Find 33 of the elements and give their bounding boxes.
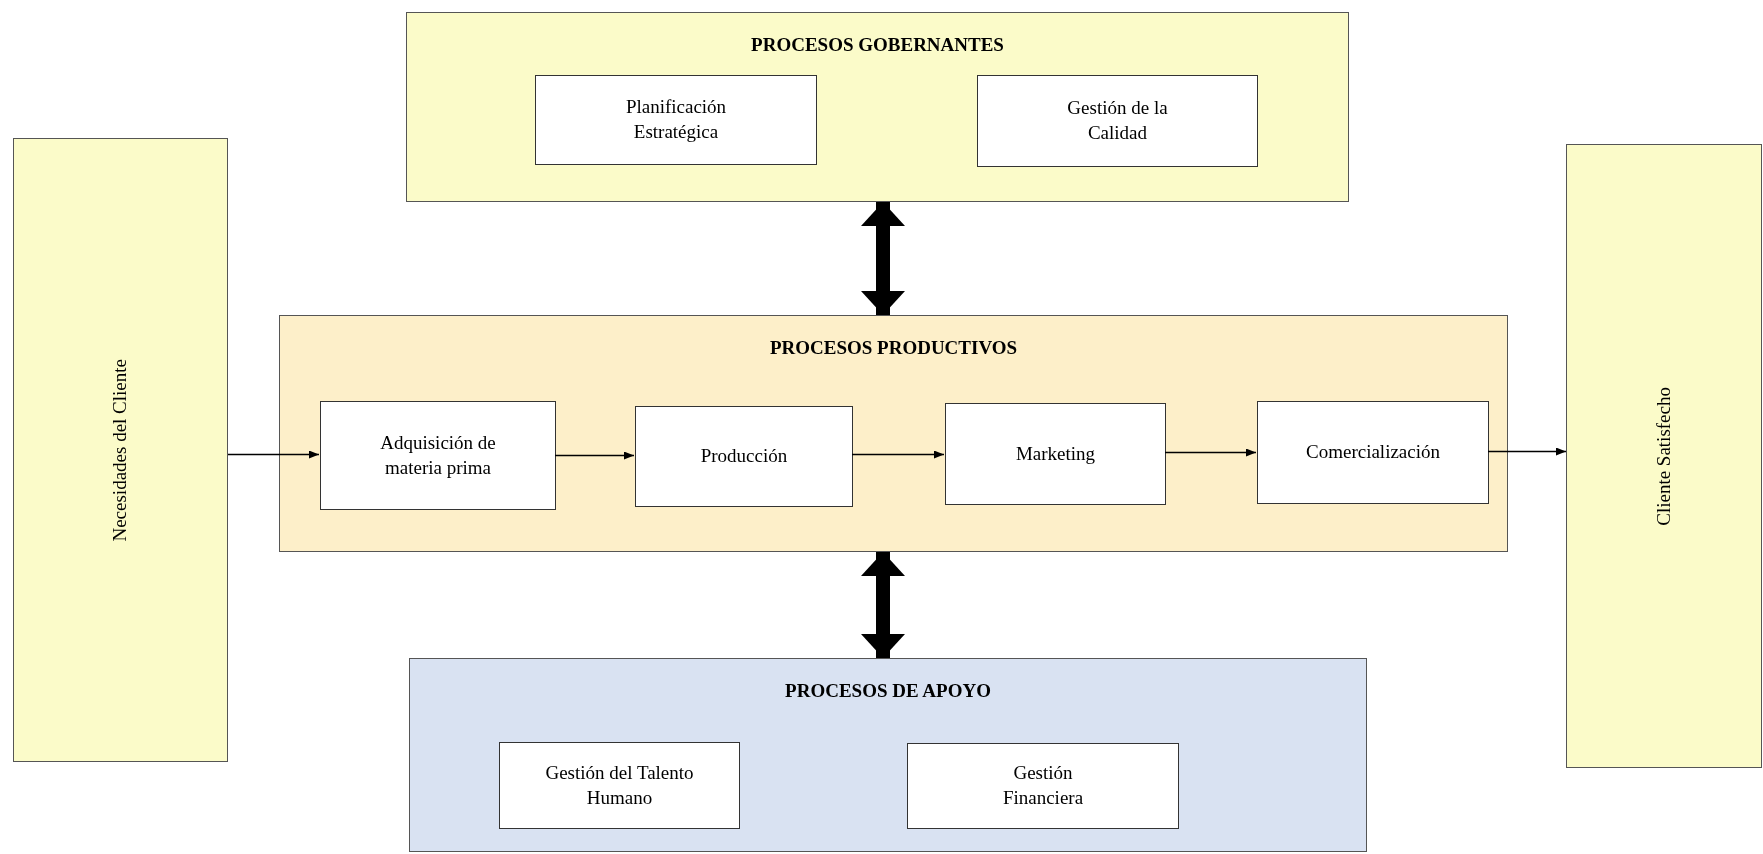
process-label: Gestión de la Calidad xyxy=(1066,96,1169,145)
process-box xyxy=(320,401,556,510)
double-arrow xyxy=(861,202,905,315)
side-label: Cliente Satisfecho xyxy=(1651,386,1675,526)
arrow xyxy=(554,451,635,460)
process-box xyxy=(535,75,817,165)
process-box xyxy=(635,406,853,507)
process-box xyxy=(1257,401,1489,504)
arrow xyxy=(1487,447,1567,456)
process-group-panel xyxy=(409,658,1367,852)
process-label: Planificación Estratégica xyxy=(624,95,728,144)
process-label: Comercialización xyxy=(1306,440,1440,465)
process-label: Gestión Financiera xyxy=(1001,761,1085,810)
side-label: Necesidades del Cliente xyxy=(108,358,132,542)
process-box xyxy=(977,75,1258,167)
arrow xyxy=(227,450,320,459)
double-arrow xyxy=(861,552,905,658)
group-heading: PROCESOS DE APOYO xyxy=(785,679,991,703)
group-heading: PROCESOS GOBERNANTES xyxy=(751,33,1004,57)
process-group-panel xyxy=(279,315,1508,552)
side-box xyxy=(13,138,228,762)
arrow xyxy=(851,450,945,459)
process-group-panel xyxy=(406,12,1349,202)
arrow xyxy=(1164,448,1257,457)
side-box xyxy=(1566,144,1762,768)
process-label: Adquisición de materia prima xyxy=(379,430,497,480)
process-box xyxy=(499,742,740,829)
process-label: Marketing xyxy=(1015,441,1096,466)
process-box xyxy=(945,403,1166,505)
process-box xyxy=(907,743,1179,829)
group-heading: PROCESOS PRODUCTIVOS xyxy=(769,336,1018,360)
process-label: Gestión del Talento Humano xyxy=(544,760,695,810)
process-label: Producción xyxy=(700,444,788,469)
